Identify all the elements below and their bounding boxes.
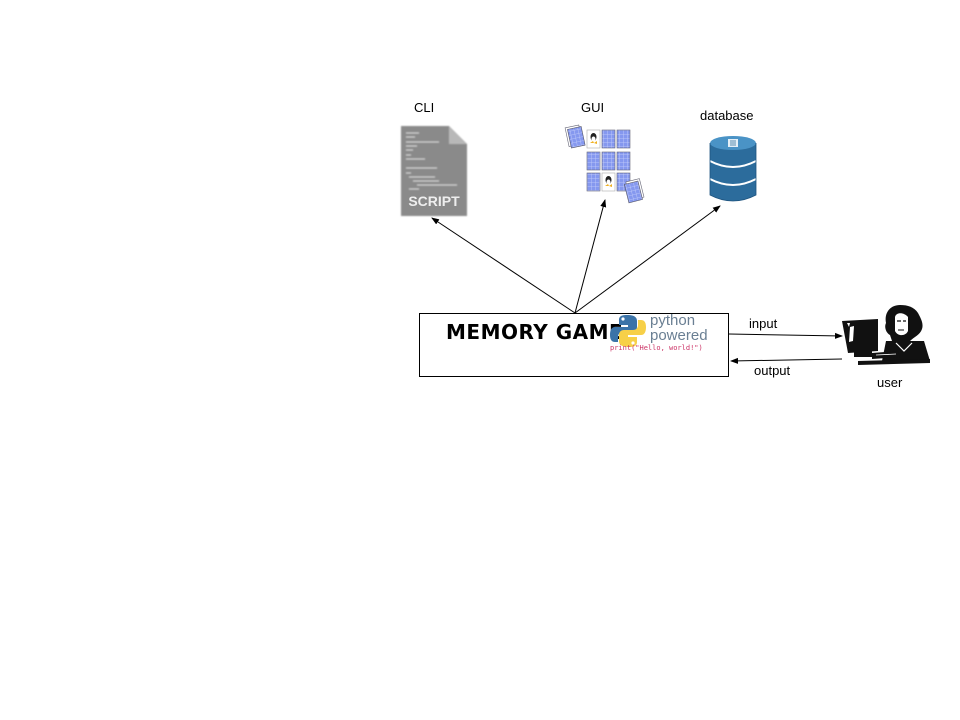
python-logo-icon	[610, 315, 646, 347]
arrow-output	[730, 357, 843, 364]
database-cylinder-icon	[709, 136, 757, 202]
arrow-to-gui	[574, 199, 607, 314]
hello-world-code: print("Hello, world!")	[610, 344, 703, 352]
script-icon-text: SCRIPT	[408, 193, 460, 209]
powered-word: powered	[650, 327, 708, 344]
output-edge-label: output	[754, 363, 791, 378]
user-label: user	[877, 375, 903, 390]
cli-label: CLI	[414, 100, 435, 115]
memory-cards-icon	[564, 124, 645, 204]
database-label: database	[700, 108, 754, 123]
gui-label: GUI	[581, 100, 605, 115]
arrow-to-database	[574, 205, 721, 314]
memory-game-box: MEMORY GAME python powered print("Hello,…	[419, 312, 729, 377]
input-edge-label: input	[749, 316, 778, 331]
python-word: python	[650, 312, 696, 329]
python-powered-badge: python powered print("Hello, world!")	[608, 312, 714, 356]
script-file-icon: SCRIPT	[401, 126, 467, 216]
arrow-to-cli	[431, 217, 576, 314]
user-at-computer-icon	[842, 305, 930, 365]
memory-game-title: MEMORY GAME	[446, 320, 624, 344]
arrow-input	[728, 332, 843, 339]
